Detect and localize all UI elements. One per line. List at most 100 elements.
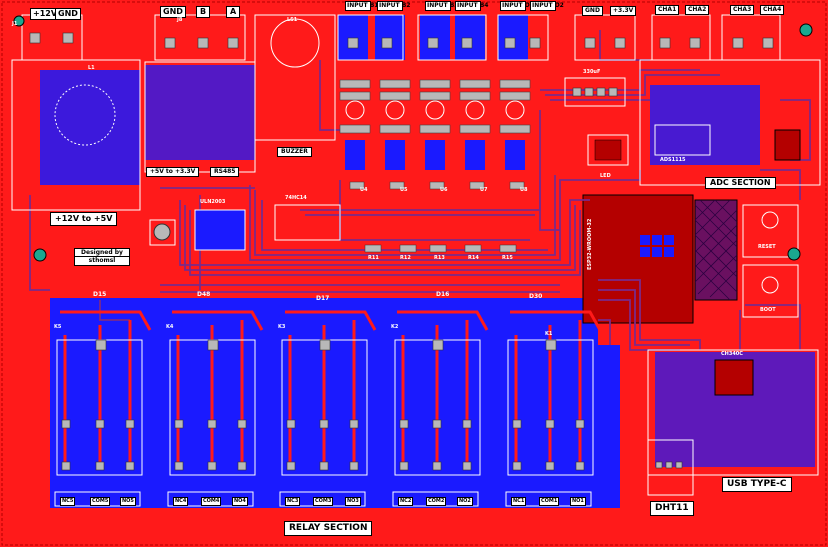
dht11-pins	[655, 461, 683, 469]
vreg-12-5-outline	[11, 59, 141, 211]
relay3-com: COM3	[313, 497, 334, 506]
diode-d17: D17	[316, 295, 330, 302]
relay1-nc: NC1	[511, 497, 527, 506]
capacitor-c2-body	[153, 223, 171, 241]
pcb-traces	[29, 30, 811, 351]
uln2003-ic	[194, 209, 246, 251]
reg-pour	[145, 65, 255, 160]
label-r15: R15	[502, 255, 513, 261]
buzzer-body	[270, 18, 320, 68]
label-cha2: CHA2	[685, 5, 710, 15]
label-input-b1: INPUT B1	[345, 1, 379, 11]
relay-terminal-blocks	[54, 491, 592, 507]
label-uln: ULN2003	[200, 199, 226, 205]
header-pins	[572, 87, 618, 97]
label-u7: U7	[480, 187, 488, 193]
led-body	[594, 139, 622, 161]
vreg-5-33-outline	[144, 61, 256, 173]
diode-d48: D48	[197, 291, 211, 298]
adc-chip	[654, 124, 711, 156]
buzzer-outline	[254, 14, 336, 141]
label-b: B	[196, 6, 211, 18]
label-input-b3: INPUT B3	[425, 1, 459, 11]
esp32-thermal-pad	[640, 235, 674, 257]
relay-ground-pour	[50, 298, 620, 508]
relay1-com: COM1	[539, 497, 560, 506]
relay-pads	[61, 339, 585, 471]
relay1-no: NO1	[570, 497, 586, 506]
opto-pads	[339, 79, 531, 134]
label-j1: J1	[12, 21, 18, 27]
label-r14: R14	[468, 255, 479, 261]
relay3-nc: NC3	[285, 497, 301, 506]
power-pour	[40, 70, 140, 185]
adc-connector	[774, 129, 801, 161]
relay4-no: NO4	[232, 497, 248, 506]
usb-outline	[647, 349, 819, 476]
label-j8: J8	[177, 17, 183, 23]
diode-d15: D15	[93, 291, 107, 298]
label-cha1: CHA1	[655, 5, 680, 15]
tact-buttons	[742, 204, 799, 318]
label-gnd1: GND	[55, 8, 81, 20]
mounting-holes	[13, 15, 813, 262]
relay2-no: NO2	[457, 497, 473, 506]
relay5-nc: NC5	[60, 497, 76, 506]
label-ls1: LS1	[287, 17, 298, 23]
74hc14-ic	[274, 204, 341, 241]
label-u8: U8	[520, 187, 528, 193]
ch340-chip	[714, 359, 754, 396]
relay2-nc: NC2	[398, 497, 414, 506]
relay-k5: K5	[54, 324, 62, 330]
relay-diodes	[60, 310, 602, 331]
label-led: LED	[600, 173, 611, 179]
label-reset: RESET	[758, 244, 776, 250]
label-ch340: CH340C	[721, 351, 743, 357]
opto-circles	[345, 100, 525, 120]
label-adc-section: ADC SECTION	[705, 177, 776, 189]
label-input-b4: INPUT B4	[455, 1, 489, 11]
label-r13: R13	[434, 255, 445, 261]
relay3-no: NO3	[345, 497, 361, 506]
label-relay-section: RELAY SECTION	[284, 521, 373, 536]
relay2-com: COM2	[426, 497, 447, 506]
label-dht11: DHT11	[650, 501, 694, 516]
label-cap-330uf: 330uF	[583, 69, 601, 75]
inductor-l1	[54, 84, 116, 146]
relay-k4: K4	[166, 324, 174, 330]
label-gnd3: GND	[582, 6, 603, 16]
label-u6: U6	[440, 187, 448, 193]
label-33v: +3.3V	[610, 6, 637, 16]
capacitor-c2	[149, 219, 176, 246]
label-l1: L1	[88, 65, 95, 71]
label-input-d1: INPUT D1	[500, 1, 534, 11]
relay4-nc: NC4	[173, 497, 189, 506]
label-u4: U4	[360, 187, 368, 193]
label-r11: R11	[368, 255, 379, 261]
diode-d30: D30	[529, 293, 543, 300]
connector-pads	[29, 32, 774, 49]
label-rs485: RS485	[210, 167, 240, 177]
label-a: A	[226, 6, 241, 18]
label-vreg-5-33: +5V to +3.3V	[146, 167, 200, 177]
relay5-no: NO5	[120, 497, 136, 506]
label-buzzer: BUZZER	[277, 147, 312, 157]
relay4-com: COM4	[201, 497, 222, 506]
label-vreg-12-5: +12V to +5V	[50, 212, 118, 226]
label-gnd2: GND	[160, 6, 186, 18]
label-esp32: ESP32-WROOM-32	[587, 218, 593, 270]
input-smd-parts	[349, 181, 525, 253]
input-pours	[338, 15, 528, 170]
relay-outlines	[56, 339, 594, 476]
label-cha4: CHA4	[760, 5, 785, 15]
label-r12: R12	[400, 255, 411, 261]
diode-d16: D16	[436, 291, 450, 298]
label-input-b2: INPUT B2	[377, 1, 411, 11]
relay-k2: K2	[391, 324, 399, 330]
label-74hc14: 74HC14	[285, 195, 307, 201]
header-outline	[564, 77, 626, 107]
label-input-d2: INPUT D2	[530, 1, 564, 11]
